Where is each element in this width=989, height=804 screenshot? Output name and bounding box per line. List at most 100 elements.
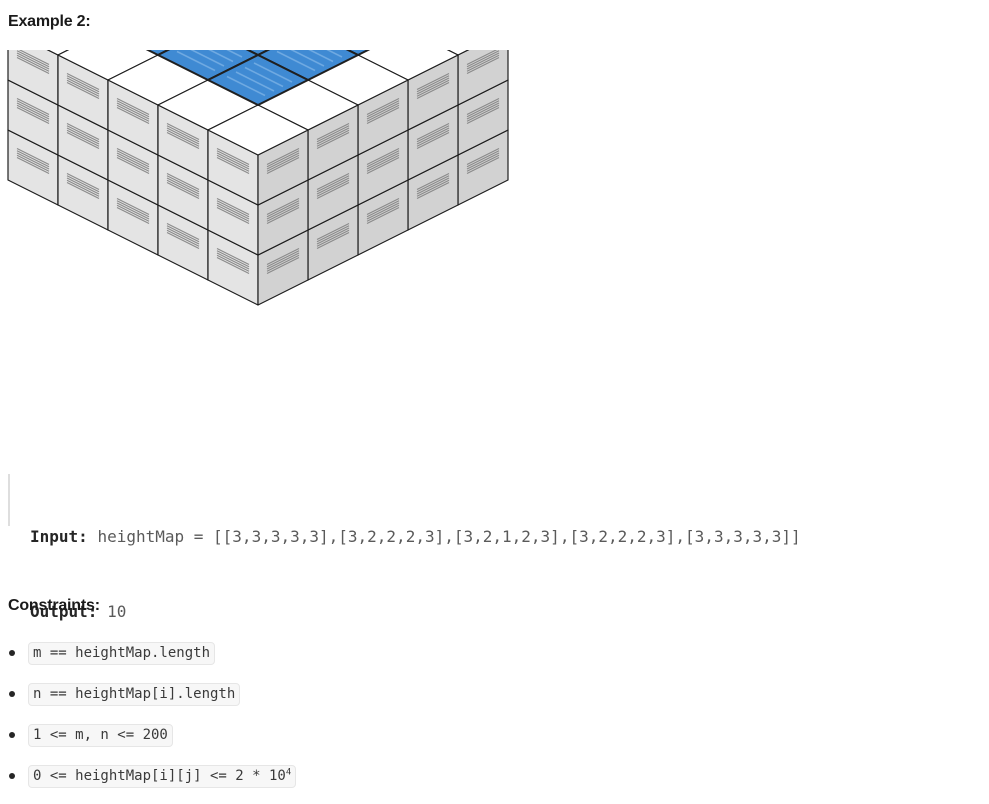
constraints-list: m == heightMap.length n == heightMap[i].…	[0, 640, 980, 804]
vent-line	[366, 107, 400, 124]
vent-line	[66, 125, 100, 143]
vent-line	[466, 150, 500, 168]
vent-line	[66, 77, 100, 95]
vent-line	[116, 107, 150, 124]
vent-line	[216, 152, 250, 170]
vent-line	[16, 157, 50, 174]
vent-line	[466, 52, 500, 70]
bullet-icon	[9, 773, 15, 779]
vent-line	[116, 200, 150, 218]
vent-line	[366, 152, 400, 170]
vent-line	[416, 132, 450, 149]
vent-line	[416, 182, 450, 199]
vent-line	[16, 102, 50, 120]
water-reflection	[244, 66, 284, 88]
vent-line	[416, 79, 450, 97]
vent-line	[166, 223, 200, 240]
vent-line	[366, 198, 400, 215]
vent-line	[266, 257, 300, 274]
vent-line	[416, 173, 450, 190]
vent-line	[366, 104, 400, 122]
constraint-item: m == heightMap.length	[0, 640, 980, 681]
vent-line	[466, 57, 500, 74]
constraint-code: 0 <= heightMap[i][j] <= 2 * 104	[28, 765, 297, 788]
constraint-item: 0 <= heightMap[i][j] <= 2 * 104	[0, 763, 980, 804]
bullet-icon	[9, 732, 15, 738]
isometric-water-figure	[7, 50, 509, 306]
water-reflection	[208, 50, 234, 63]
constraint-code: m == heightMap.length	[28, 642, 216, 665]
vent-line	[116, 150, 150, 168]
vent-line	[116, 148, 150, 165]
vent-line	[416, 179, 450, 197]
vent-line	[16, 152, 50, 170]
vent-line	[166, 125, 200, 143]
vent-line	[116, 207, 150, 224]
vent-line	[366, 102, 400, 120]
water-reflection	[190, 50, 225, 67]
vent-line	[116, 204, 150, 222]
input-line: Input: heightMap = [[3,3,3,3,3],[3,2,2,2…	[30, 524, 801, 549]
vent-line	[416, 129, 450, 147]
vent-line	[416, 123, 450, 140]
bullet-icon	[9, 650, 15, 656]
vent-line	[316, 132, 350, 149]
vent-line	[66, 75, 100, 93]
vent-line	[366, 98, 400, 115]
vent-line	[216, 200, 250, 218]
vent-line	[16, 100, 50, 118]
water-reflection	[253, 62, 293, 83]
vent-line	[216, 202, 250, 220]
vent-line	[266, 250, 300, 268]
vent-line	[166, 175, 200, 193]
input-value: heightMap = [[3,3,3,3,3],[3,2,2,2,3],[3,…	[97, 527, 801, 546]
vent-line	[66, 175, 100, 193]
vent-line	[466, 98, 500, 115]
vent-line	[266, 248, 300, 265]
vent-line	[116, 100, 150, 118]
water-tile	[207, 54, 309, 106]
vent-line	[266, 154, 300, 172]
vent-line	[466, 54, 500, 72]
output-value: 10	[107, 602, 127, 621]
vent-line	[316, 173, 350, 190]
vent-line	[366, 157, 400, 174]
constraint-item: n == heightMap[i].length	[0, 681, 980, 722]
vent-line	[66, 177, 100, 195]
output-line: Output: 10	[30, 599, 801, 624]
vent-line	[66, 132, 100, 149]
constraint-code: n == heightMap[i].length	[28, 683, 241, 706]
vent-line	[316, 182, 350, 199]
vent-line	[166, 123, 200, 140]
vent-line	[416, 125, 450, 143]
vent-line	[166, 227, 200, 245]
vent-line	[416, 175, 450, 193]
vent-line	[466, 157, 500, 174]
vent-line	[18, 50, 50, 65]
vent-line	[116, 154, 150, 172]
vent-line	[216, 154, 250, 172]
vent-line	[466, 152, 500, 170]
vent-line	[416, 77, 450, 95]
vent-line	[216, 157, 250, 174]
vent-line	[316, 179, 350, 197]
vent-line	[16, 104, 50, 122]
vent-line	[16, 107, 50, 124]
vent-line	[116, 198, 150, 215]
vent-line	[366, 207, 400, 224]
vent-line	[216, 252, 250, 270]
water-reflection	[276, 50, 316, 72]
vent-line	[316, 223, 350, 240]
water-reflection	[235, 71, 275, 92]
vent-line	[166, 229, 200, 247]
vent-line	[66, 123, 100, 140]
vent-line	[316, 175, 350, 193]
vent-line	[66, 79, 100, 97]
vent-line	[266, 152, 300, 170]
vent-line	[416, 177, 450, 195]
vent-line	[116, 104, 150, 122]
vent-line	[166, 182, 200, 199]
vent-line	[216, 148, 250, 165]
constraint-item: 1 <= m, n <= 200	[0, 722, 980, 763]
vent-line	[266, 254, 300, 272]
